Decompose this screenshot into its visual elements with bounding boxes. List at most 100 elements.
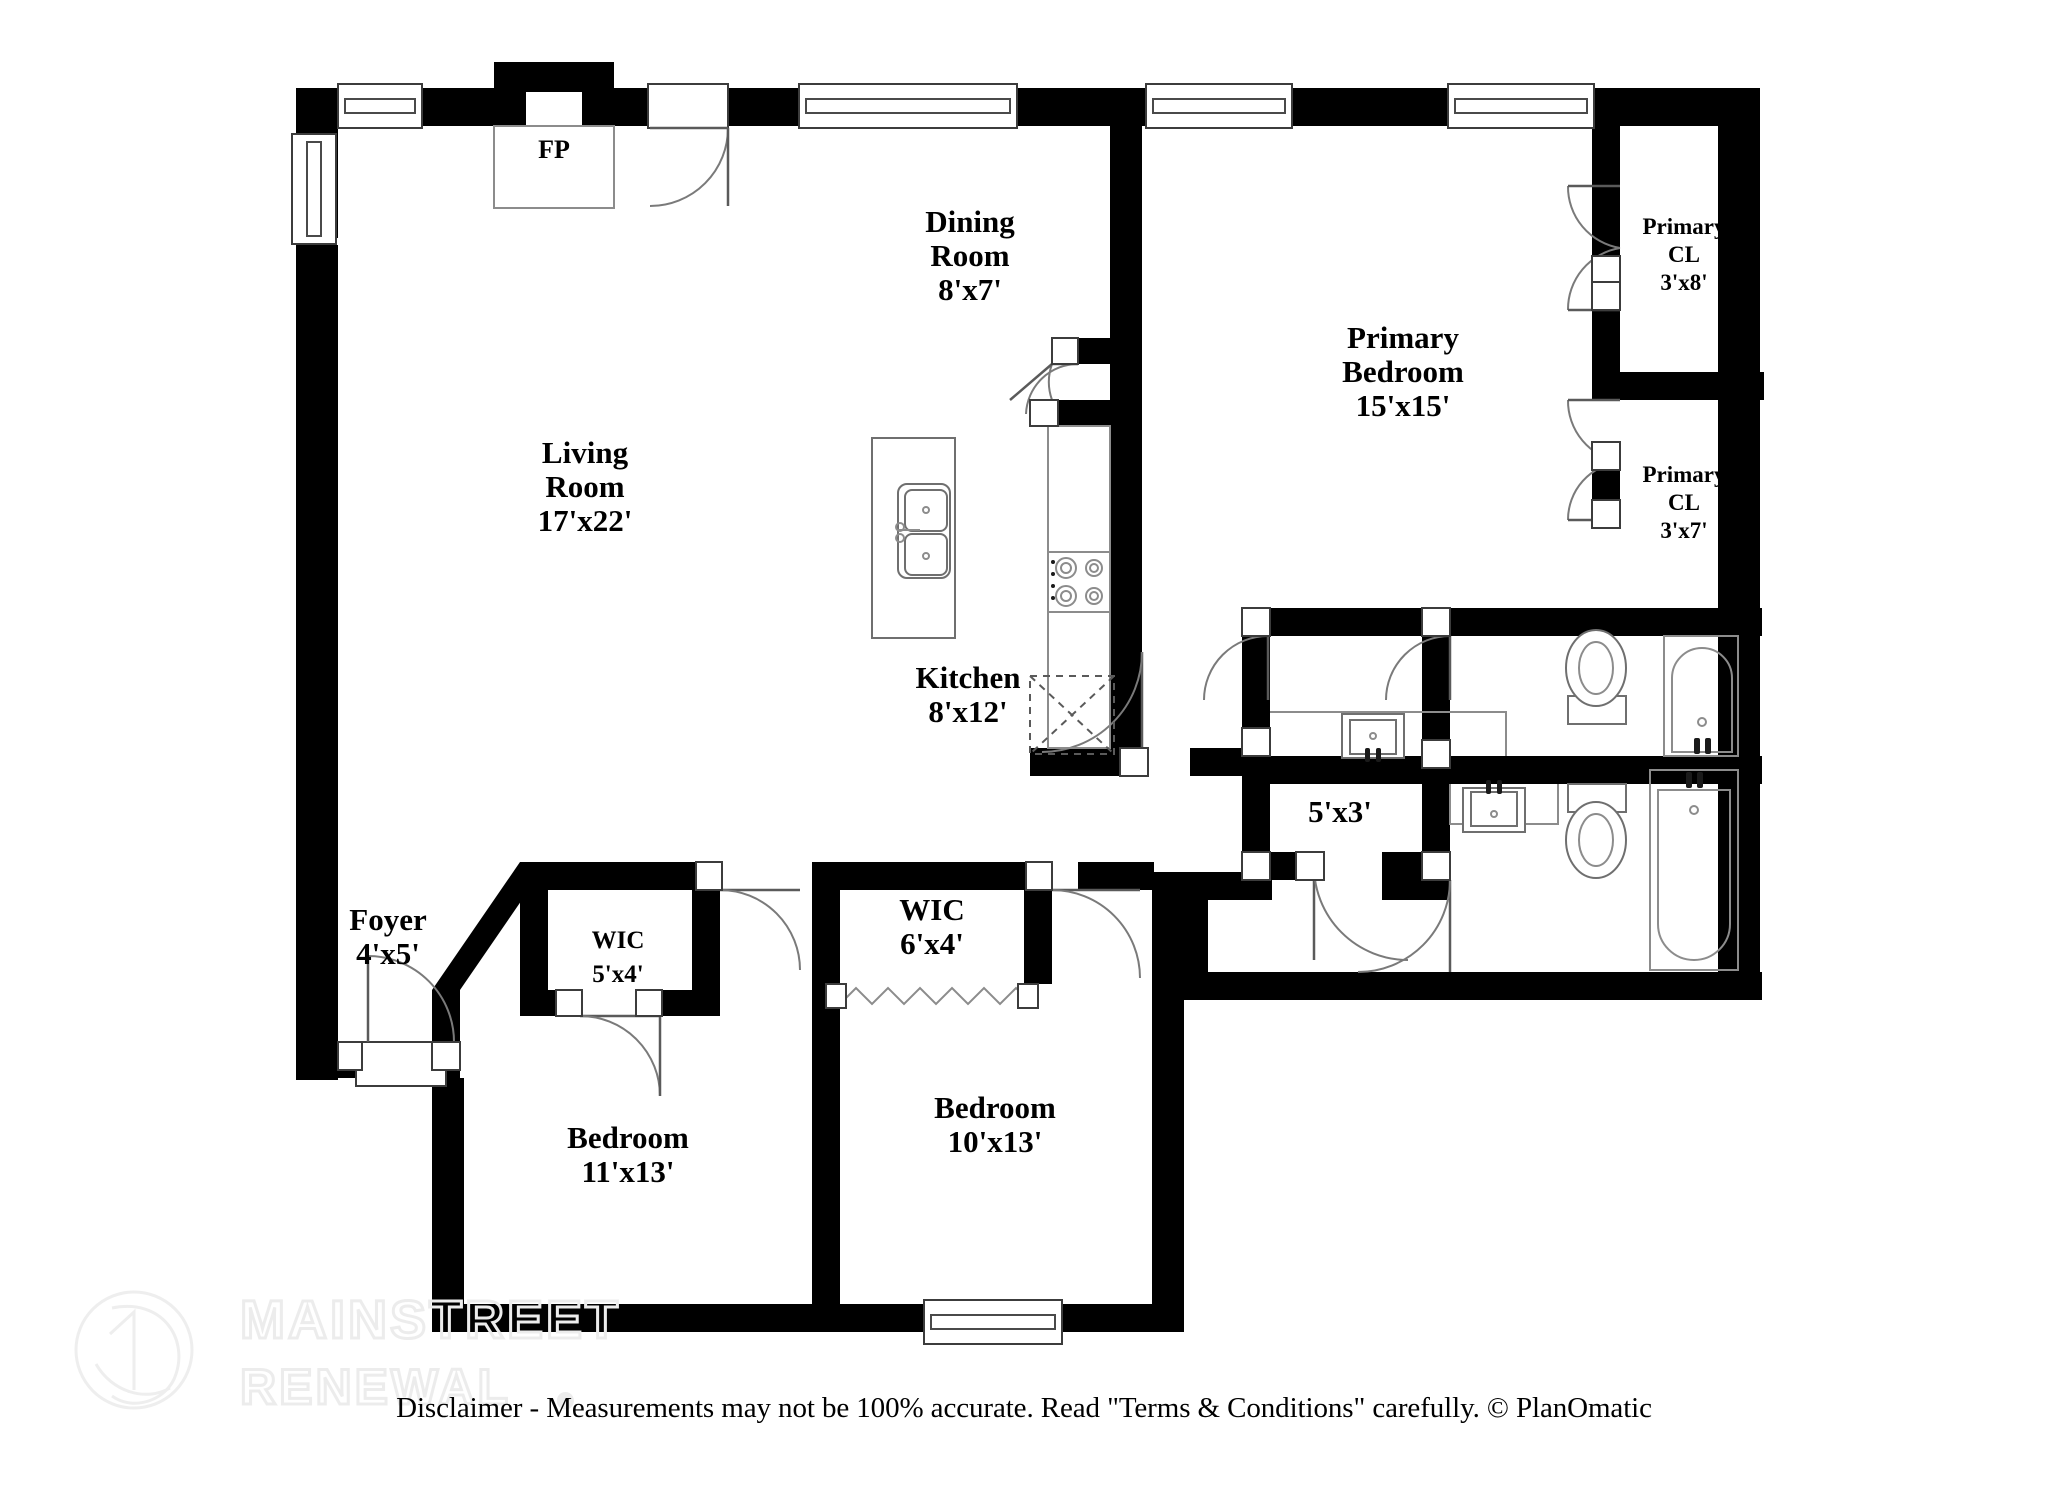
bedroom3-name: Bedroom [934,1090,1056,1125]
toilet-primary [1565,629,1627,725]
door [1385,635,1452,701]
room-label-bedroom-2: Bedroom 11'x13' [567,1120,689,1189]
doors [366,83,1621,1097]
room-label-primary-cl-1: Primary CL 3'x8' [1642,214,1726,295]
primary-bedroom-name-line2: Bedroom [1342,354,1464,389]
wall-segment [1110,338,1142,768]
primary-cl2-dimensions: 3'x7' [1660,518,1707,543]
wall-segment [1190,748,1246,776]
fireplace: FP [493,125,615,209]
wall-segment [582,62,614,126]
door [719,888,801,971]
door-jambs [337,255,1621,1071]
primary-cl1-dimensions: 3'x8' [1660,270,1707,295]
window [923,1299,1063,1345]
wall-segment [1242,608,1582,636]
living-room-name-line1: Living [542,435,629,470]
door-entry [366,955,455,1043]
wall-segment [296,245,338,1080]
wic2-dimensions: 6'x4' [900,926,964,961]
wall-segment [1242,756,1450,784]
kitchen-island [871,437,956,639]
primary-cl1-name-line2: CL [1668,242,1700,267]
wic2-name: WIC [899,892,964,927]
room-label-kitchen: Kitchen 8'x12' [915,660,1020,729]
door [1041,651,1144,753]
bifold-accordion-door [825,983,1039,1009]
wall-segment [660,990,720,1016]
wall-segment [614,88,648,126]
door-bifold [1566,184,1621,312]
wall-segment-angled [432,862,548,990]
window [291,133,337,245]
disclaimer-text: Disclaimer - Measurements may not be 100… [396,1392,1652,1424]
dining-room-name-line2: Room [930,238,1009,273]
kitchen-counter [1047,425,1111,749]
bedroom2-name: Bedroom [567,1120,689,1155]
room-label-dining-room: Dining Room 8'x7' [925,204,1015,307]
appliance-dashed-icon [1029,675,1115,755]
wall-segment [432,1078,464,1332]
wall-segment [1110,88,1142,338]
bedroom3-dimensions: 10'x13' [948,1124,1043,1159]
dining-room-dimensions: 8'x7' [938,272,1002,307]
tub-primary [1663,635,1739,757]
foyer-dimensions: 4'x5' [356,936,420,971]
fireplace-label: FP [538,135,570,164]
wic1-name: WIC [592,927,645,954]
wall-segment [1152,1000,1184,1332]
foyer-name: Foyer [349,902,427,937]
door [1357,879,1452,973]
room-label-bedroom-3: Bedroom 10'x13' [934,1090,1056,1159]
room-label-foyer: Foyer 4'x5' [349,902,427,971]
wall-segment [520,862,720,890]
tub-hall [1649,769,1739,971]
primary-bedroom-dimensions: 15'x15' [1356,388,1451,423]
room-label-wic-2: WIC 6'x4' [899,892,964,961]
living-room-dimensions: 17'x22' [538,503,633,538]
wall-segment [1052,400,1110,426]
wall-segment [1592,126,1620,256]
living-room-name-line2: Room [545,469,624,504]
door [1203,635,1270,701]
cooktop-icon [1047,551,1111,613]
wall-segment [1078,862,1154,890]
wic1-dimensions: 5'x4' [592,961,643,988]
primary-bedroom-name-line1: Primary [1347,320,1459,355]
vanity-primary [1270,711,1507,762]
room-label-wic-1: WIC 5'x4' [592,927,645,988]
wall-segment [1180,972,1762,1000]
wall-segment [1290,88,1448,126]
primary-cl1-name-line1: Primary [1642,214,1726,239]
wall-segment [1592,372,1764,400]
wall-segment [1060,1304,1184,1332]
room-label-primary-cl-2: Primary CL 3'x7' [1642,462,1726,543]
window [1447,83,1595,129]
window [337,83,423,129]
wall-segment [1422,636,1450,756]
toilet-hall [1565,783,1627,879]
wall-segment [812,862,1052,890]
door [1051,888,1141,979]
door [1312,865,1409,961]
room-label-living-room: Living Room 17'x22' [538,435,633,538]
door [579,1014,662,1097]
kitchen-dimensions: 8'x12' [928,694,1007,729]
room-label-utility-closet: 5'x3' [1308,794,1372,829]
window [798,83,1018,129]
wall-segment [420,88,494,126]
dining-room-name-line1: Dining [925,204,1015,239]
double-sink-icon [895,483,951,579]
room-labels: Living Room 17'x22' Dining Room 8'x7' Ki… [349,204,1726,1189]
door [647,83,730,207]
kitchen-name: Kitchen [915,660,1020,695]
window [1145,83,1293,129]
bedroom2-dimensions: 11'x13' [581,1154,674,1189]
primary-cl2-name-line1: Primary [1642,462,1726,487]
primary-cl2-name-line2: CL [1668,490,1700,515]
vanity-hall [1449,780,1559,833]
utility-closet-dimensions: 5'x3' [1308,794,1372,829]
wall-segment [812,1012,840,1332]
